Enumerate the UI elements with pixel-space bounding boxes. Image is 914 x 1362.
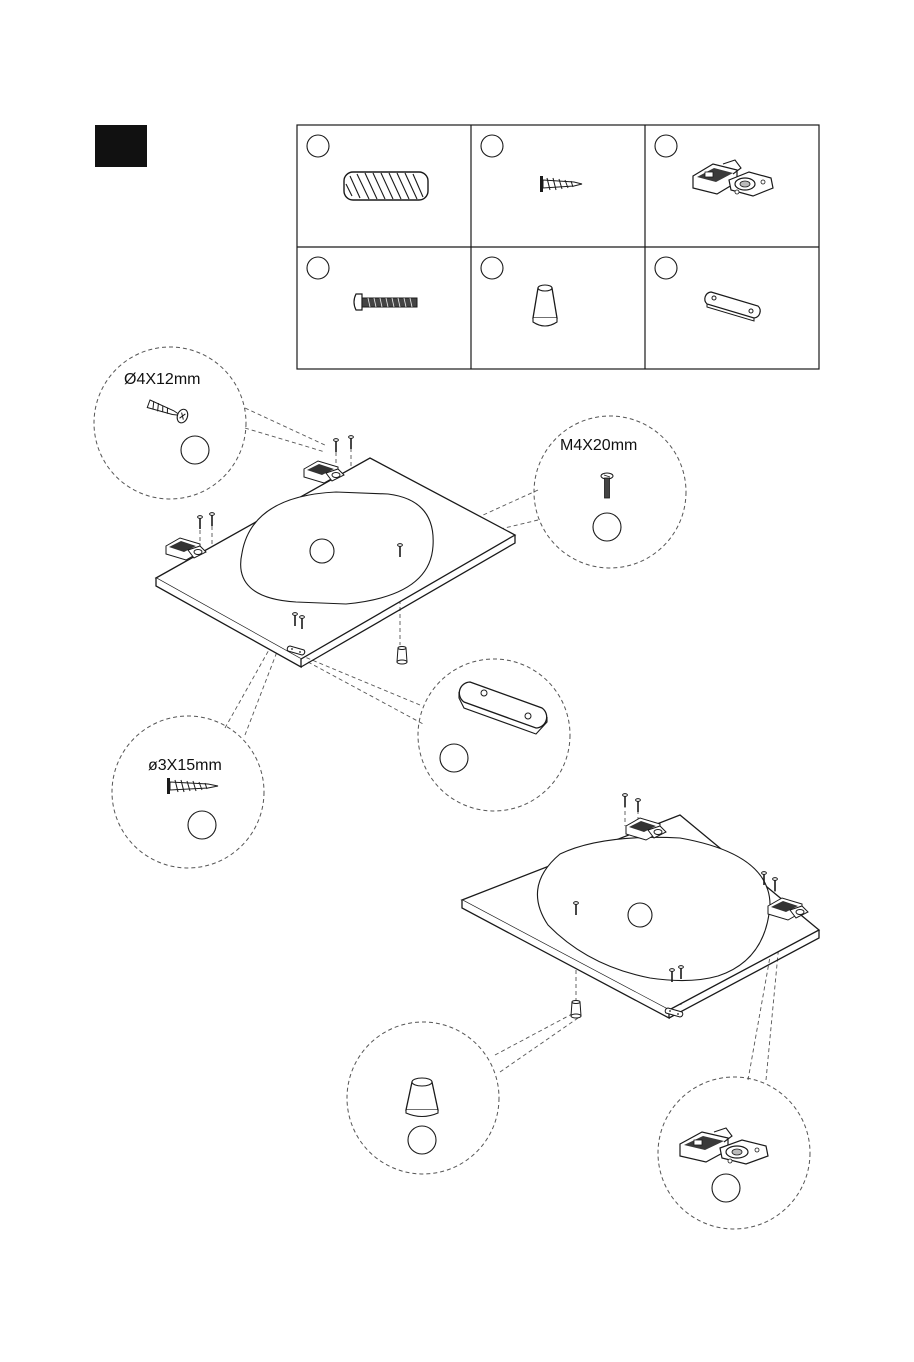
- door-panel-2: [462, 794, 819, 1018]
- wooden-dowel-icon: [344, 172, 428, 200]
- wood-screw-icon: [540, 176, 582, 192]
- cabinet-hinge-icon: [693, 160, 773, 196]
- machine-bolt-icon: [354, 294, 417, 310]
- callout-label-screw-4x12: Ø4X12mm: [124, 371, 200, 389]
- parts-table: [297, 125, 819, 369]
- callout-screw-4x12-icon: [146, 397, 189, 424]
- callout-screw-3x15-icon: [167, 778, 218, 794]
- door-panel-1: [156, 436, 515, 667]
- connector-plate-icon: [705, 292, 760, 321]
- door-knob-icon: [533, 285, 557, 326]
- parts-table-tag-circles: [307, 135, 677, 279]
- callout-label-screw-3x15: ø3X15mm: [148, 757, 222, 775]
- callout-plate-icon: [459, 682, 547, 734]
- callout-label-bolt-m4x20: M4X20mm: [560, 437, 637, 455]
- callout-knob-icon: [406, 1078, 438, 1117]
- callout-hinge-icon: [680, 1128, 768, 1164]
- callout-bolt-m4x20-icon: [601, 473, 613, 498]
